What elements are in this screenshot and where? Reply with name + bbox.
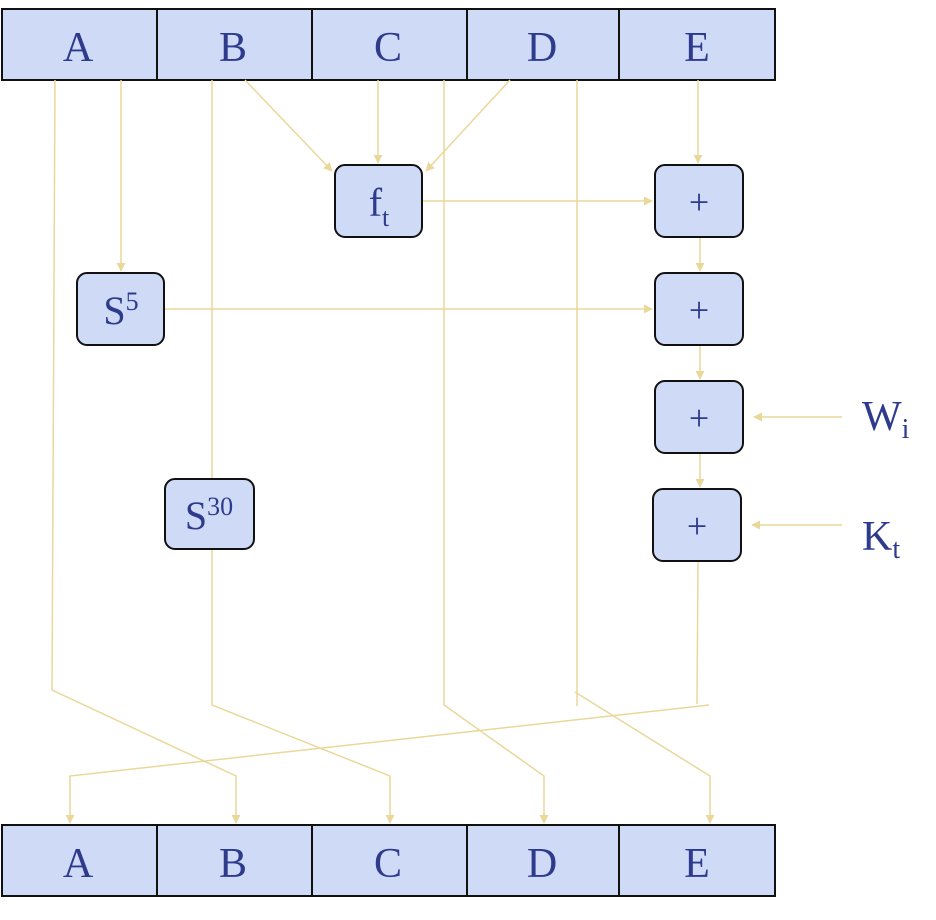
bottom-register-d-label: D <box>527 841 557 887</box>
adder-1: + <box>654 164 744 238</box>
adder-4-box <box>652 488 742 562</box>
bottom-register-b-label: B <box>219 841 247 887</box>
s5-box: S5 <box>76 272 165 346</box>
bottom-register-a <box>1 824 158 897</box>
wire-b-to-ft <box>244 79 333 172</box>
top-register-b <box>156 8 313 81</box>
bottom-register-c-label: C <box>374 841 402 887</box>
s30-box: S30 <box>164 478 255 550</box>
top-register-e <box>618 8 776 81</box>
s30-rotate-box <box>164 478 255 550</box>
wire-s30-to-new-c <box>211 550 395 824</box>
kt-subscript: t <box>892 534 900 565</box>
adder-1-box <box>654 164 744 238</box>
kt-base: K <box>862 514 892 560</box>
s5-rotate-box <box>76 272 165 346</box>
top-register-b-label: B <box>219 25 247 71</box>
svg-text:S30: S30 <box>185 492 233 538</box>
s30-base: S <box>185 493 207 538</box>
adder-2: + <box>654 272 744 346</box>
kt-input-label: Kt <box>862 514 900 565</box>
wire-d-to-new-e <box>574 691 715 824</box>
bottom-register-e-label: E <box>684 841 710 887</box>
wires <box>51 79 842 824</box>
bottom-register-row: A B C D E <box>1 824 776 897</box>
ft-subscript: t <box>382 203 390 232</box>
wire-c-to-new-d <box>443 80 549 824</box>
svg-text:S5: S5 <box>103 287 138 333</box>
bottom-register-b <box>156 824 313 897</box>
adder-2-symbol: + <box>689 290 709 330</box>
s30-superscript: 30 <box>207 492 233 521</box>
top-register-c-label: C <box>374 25 402 71</box>
adder-4: + <box>652 488 742 562</box>
adder-3: + <box>654 380 744 454</box>
s5-base: S <box>103 288 125 333</box>
adder-3-symbol: + <box>689 398 709 438</box>
top-register-a <box>1 8 158 81</box>
bottom-register-e <box>618 824 776 897</box>
ft-box: ft <box>334 164 423 238</box>
s5-superscript: 5 <box>126 287 139 316</box>
ft-base: f <box>369 180 383 225</box>
wi-subscript: i <box>902 414 910 445</box>
bottom-register-c <box>311 824 468 897</box>
adder-3-box <box>654 380 744 454</box>
top-register-a-label: A <box>63 25 94 71</box>
adder-2-box <box>654 272 744 346</box>
wire-d-to-ft <box>425 79 511 172</box>
bottom-register-d <box>466 824 620 897</box>
bottom-register-a-label: A <box>63 841 94 887</box>
wi-input-label: Wi <box>862 394 910 445</box>
wire-a-to-new-b <box>51 79 241 824</box>
top-register-d-label: D <box>527 25 557 71</box>
wire-sum-to-new-a <box>65 704 710 824</box>
top-register-row: A B C D E <box>1 8 776 81</box>
ft-function-box <box>334 164 423 238</box>
svg-text:ft: ft <box>369 180 390 232</box>
adder-4-symbol: + <box>687 506 707 546</box>
wi-base: W <box>862 394 902 440</box>
top-register-e-label: E <box>684 25 710 71</box>
top-register-c <box>311 8 468 81</box>
wire-adder4-down <box>696 560 699 705</box>
adder-1-symbol: + <box>689 182 709 222</box>
